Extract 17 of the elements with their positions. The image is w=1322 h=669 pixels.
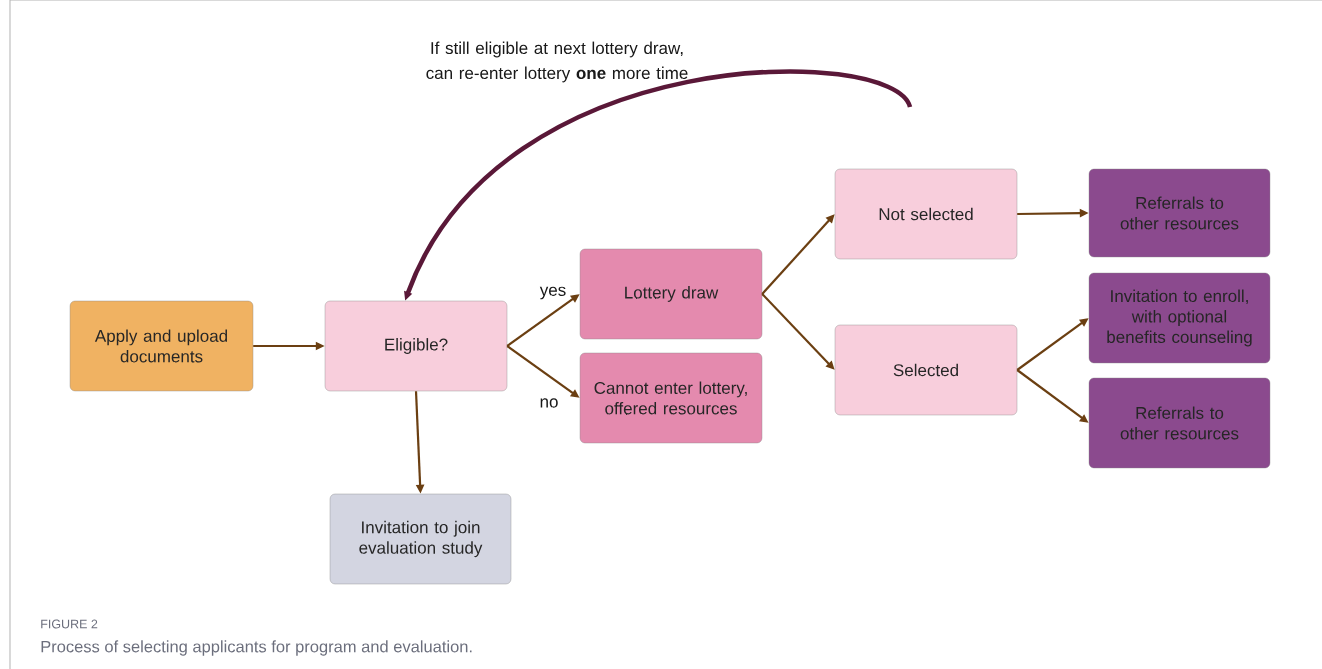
process-box: Invitation to join evaluation study [329, 493, 512, 585]
process-box: Invitation to enroll, with optional benefits counseling [1088, 272, 1271, 364]
process-box: Referrals to other resources [1088, 377, 1271, 469]
edge-label: If still eligible at next lottery draw, can re-enter lottery one more time [426, 41, 688, 83]
process-box: Not selected [834, 168, 1018, 260]
process-box: Referrals to other resources [1088, 168, 1271, 258]
process-box: Cannot enter lottery, offered resources [579, 352, 763, 444]
edge-label: yes [539, 286, 566, 300]
caption: Process of selecting applicants for program and evaluation. [41, 640, 472, 656]
arrow [761, 293, 835, 370]
figure-number: FIGURE 2 [41, 619, 98, 629]
process-box: Selected [834, 324, 1018, 416]
arrow [761, 214, 835, 295]
process-box: Lottery draw [579, 248, 763, 340]
edge-label: no [540, 398, 558, 408]
process-box: Apply and upload documents [69, 300, 254, 392]
process-box: Eligible? [324, 300, 508, 392]
